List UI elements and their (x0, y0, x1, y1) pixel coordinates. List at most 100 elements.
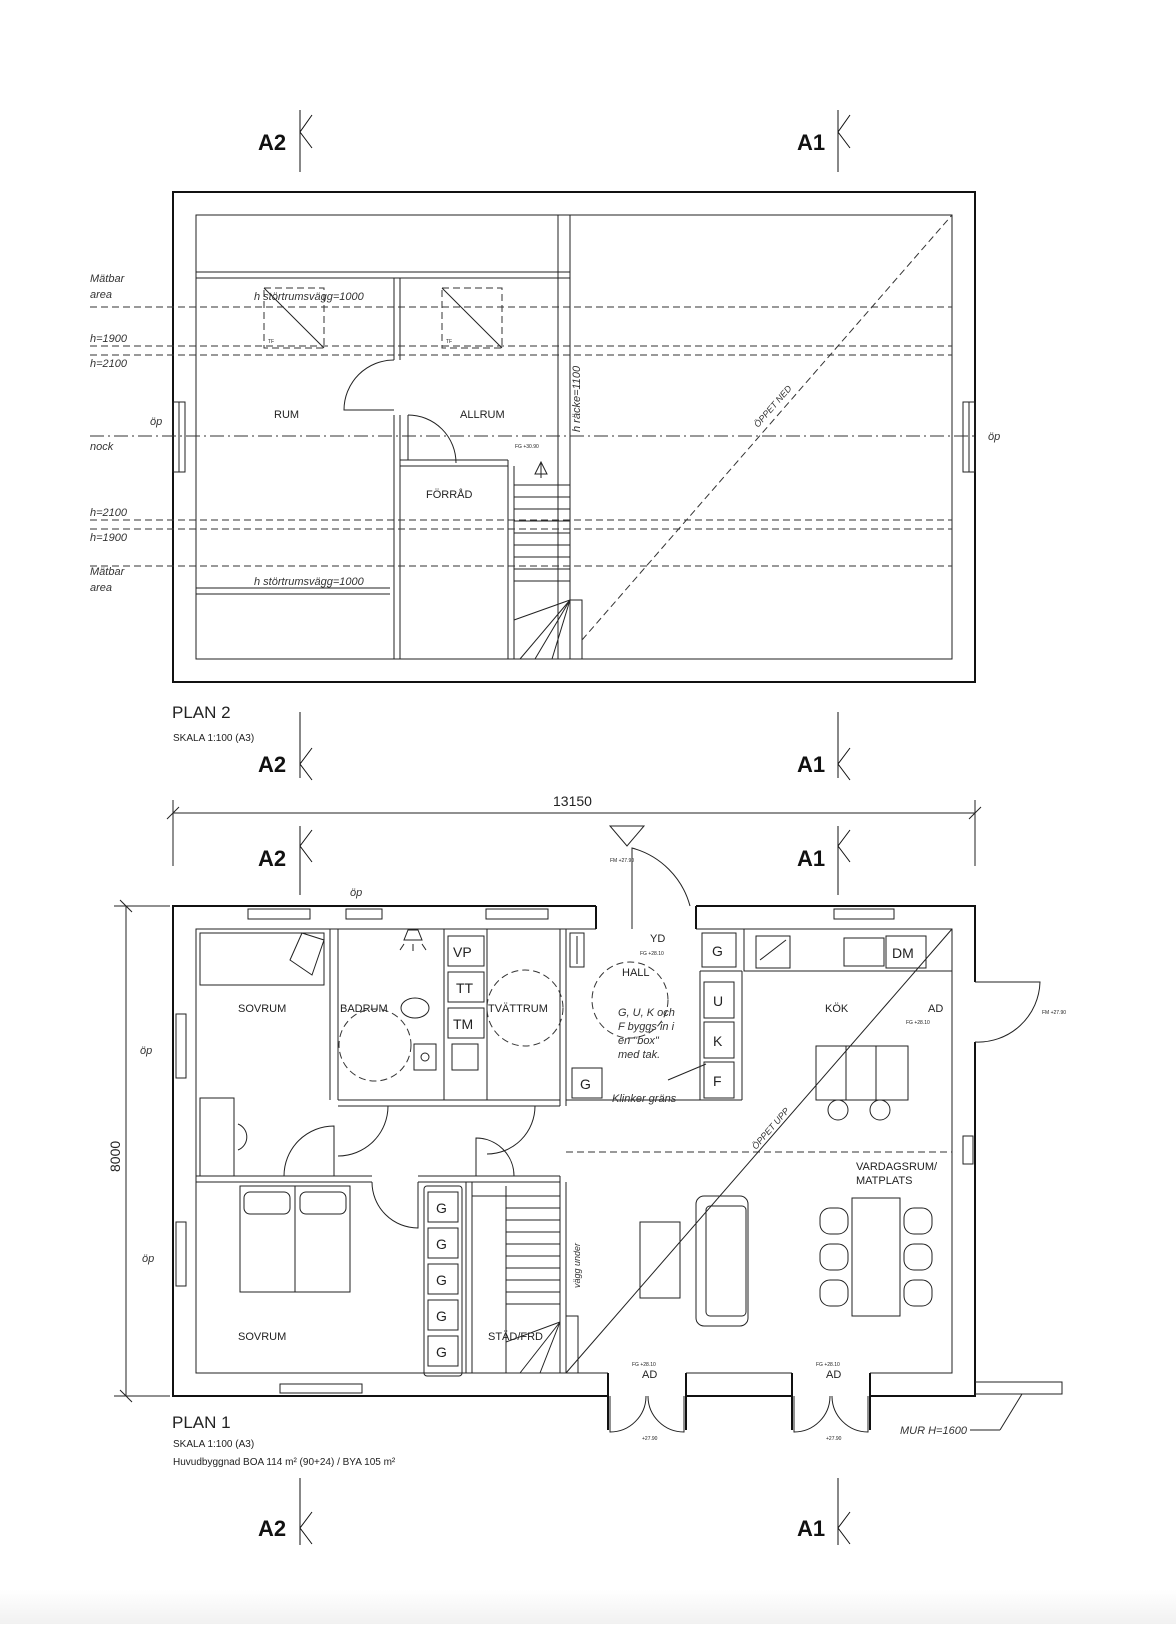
room-label-vardagsrum: VARDAGSRUM/ (856, 1161, 938, 1173)
opening-label: öp (140, 1045, 152, 1057)
closet-column: G G G G G (423, 1185, 463, 1377)
room-label-yd: YD (650, 933, 665, 945)
appliance-f: F (713, 1073, 722, 1089)
open-above-line (565, 928, 953, 1374)
kitchen-sink (843, 937, 885, 967)
appliance-dm: DM (892, 945, 914, 961)
appliance-k: K (713, 1033, 723, 1049)
plan1-scale: SKALA 1:100 (A3) (173, 1439, 254, 1450)
level-label: h=1900 (90, 333, 128, 345)
section-marker-a1-top: A1 (797, 110, 851, 172)
window (833, 908, 895, 920)
section-label: A1 (797, 752, 825, 777)
floor-level: FG +28.10 (640, 951, 664, 957)
room-label-hall: HALL (622, 967, 650, 979)
level-label: area (90, 289, 112, 301)
room-label-allrum: ALLRUM (460, 409, 505, 421)
turning-circle (591, 961, 669, 1039)
section-label: A1 (797, 846, 825, 871)
window (175, 1221, 187, 1287)
kitchen-counter (743, 928, 953, 972)
skylight-2: TF (441, 287, 503, 349)
dimension-width: 13150 (166, 793, 982, 866)
window (485, 908, 549, 920)
sofa (695, 1195, 749, 1327)
section-marker-a2-p1top: A2 (258, 826, 313, 895)
plan1-drawing: 13150 8000 (107, 793, 1066, 1468)
hall-note: G, U, K och F byggs in i en "box" med ta… (618, 1007, 675, 1061)
svg-text:G: G (436, 1236, 447, 1252)
appliance-g-hall: G (580, 1076, 591, 1092)
plan1-stair (472, 1186, 579, 1374)
svg-text:med tak.: med tak. (618, 1049, 660, 1061)
opening-label: öp (150, 416, 162, 428)
level-label: h=1900 (90, 532, 128, 544)
svg-text:F byggs in i: F byggs in i (618, 1021, 675, 1033)
floor-level: FG +30.90 (515, 444, 539, 450)
svg-text:en "box": en "box" (618, 1035, 660, 1047)
opening-label: öp (142, 1253, 154, 1265)
svg-text:AD: AD (826, 1369, 841, 1381)
dining-table (851, 1197, 901, 1317)
section-marker-a2-bottom: A2 (258, 1478, 313, 1545)
dimension-height: 8000 (107, 899, 170, 1403)
room-label-tvattrum: TVÄTTRUM (488, 1003, 548, 1015)
room-label-sovrum: SOVRUM (238, 1003, 286, 1015)
open-up-label: ÖPPET UPP (750, 1106, 791, 1151)
knee-wall-label: h störtrumsvägg=1000 (254, 576, 365, 588)
room-label-matplats: MATPLATS (856, 1175, 912, 1187)
level-label: Mätbar (90, 273, 126, 285)
svg-text:G: G (436, 1272, 447, 1288)
kitchen-island (815, 1045, 909, 1101)
knee-wall-label: h störtrumsvägg=1000 (254, 291, 365, 303)
plan2-outer-wall (172, 191, 976, 683)
appliance-tm: TM (453, 1016, 473, 1032)
door-label-2: FG +28.10 AD +27.90 (816, 1362, 842, 1442)
plan2-scale: SKALA 1:100 (A3) (173, 733, 254, 744)
plan2-inner-wall (195, 214, 953, 660)
open-below-label: ÖPPET NED (752, 383, 794, 429)
room-label-stad: STÄD/FRD (488, 1331, 543, 1343)
wall-label: MUR H=1600 (900, 1425, 968, 1437)
window (962, 1135, 974, 1165)
window (345, 908, 383, 920)
section-marker-a1-mid: A1 (797, 712, 851, 781)
patio-door-1[interactable] (607, 1373, 687, 1433)
level-label: h=2100 (90, 358, 128, 370)
skylight-1: TF (263, 287, 325, 349)
appliance-tt: TT (456, 980, 474, 996)
plan2-title: PLAN 2 (172, 703, 231, 722)
floor-level: FM +27.90 (1042, 1010, 1066, 1016)
svg-text:G: G (436, 1308, 447, 1324)
stove (755, 935, 791, 969)
svg-text:FG +28.10: FG +28.10 (816, 1362, 840, 1368)
svg-text:G, U, K och: G, U, K och (618, 1007, 675, 1019)
door-label-1: FG +28.10 AD +27.90 (632, 1362, 658, 1442)
plan2-stair (513, 460, 583, 660)
coffee-table (639, 1221, 681, 1299)
section-label: A2 (258, 130, 286, 155)
toilet (400, 997, 430, 1019)
dining-chairs (819, 1207, 933, 1307)
bed-double (239, 1185, 351, 1293)
level-label: area (90, 582, 112, 594)
bottom-shade (0, 1590, 1176, 1624)
svg-text:FG +28.10: FG +28.10 (632, 1362, 656, 1368)
plan2-drawing: TF TF (90, 191, 1000, 744)
room-label-badrum: BADRUM (340, 1003, 388, 1015)
window (247, 908, 311, 920)
sink (413, 1043, 437, 1071)
patio-door-2[interactable] (791, 1373, 871, 1433)
section-label: A2 (258, 1516, 286, 1541)
klinker-label: Klinker gräns (612, 1093, 677, 1105)
open-below-line (581, 214, 953, 641)
svg-text:G: G (436, 1344, 447, 1360)
turning-circle (486, 969, 564, 1047)
plan1-outer-wall (172, 905, 976, 1397)
svg-text:13150: 13150 (553, 793, 592, 809)
under-stairs-label: vägg under (572, 1242, 582, 1288)
kitchen-box-cabinets: U K F (703, 981, 735, 1099)
room-label-forrad: FÖRRÅD (426, 488, 473, 501)
